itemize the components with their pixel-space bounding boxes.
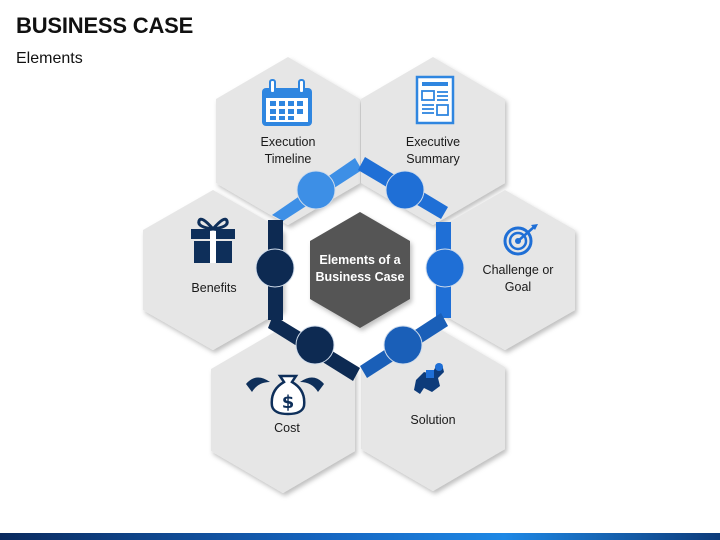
- hexagon-challenge-goal: [435, 190, 575, 350]
- hexagon-solution: [361, 325, 505, 491]
- center-label-line1: Elements of a: [319, 253, 401, 267]
- label-execution-timeline-line2: Timeline: [265, 152, 312, 166]
- label-challenge-goal-line2: Goal: [505, 280, 531, 294]
- label-challenge-goal-line1: Challenge or: [483, 263, 554, 277]
- connector-circle-left: [255, 248, 295, 288]
- gift-icon: [191, 217, 235, 263]
- label-solution: Solution: [410, 413, 455, 427]
- target-icon: [503, 224, 538, 256]
- document-icon: [415, 75, 455, 125]
- center-label-line2: Business Case: [316, 270, 405, 284]
- connector-circle-bottom-right: [383, 325, 423, 365]
- label-execution-timeline-line1: Execution: [261, 135, 316, 149]
- svg-text:$: $: [282, 392, 295, 413]
- page-title: BUSINESS CASE: [16, 13, 194, 38]
- money-bag-icon: $: [246, 374, 324, 416]
- page-subtitle: Elements: [16, 50, 83, 67]
- hexagon-benefits: [143, 190, 283, 350]
- puzzle-hand-icon: [414, 363, 444, 394]
- connector-circle-right: [425, 248, 465, 288]
- connector-circle-top-left: [296, 170, 336, 210]
- label-executive-summary-line1: Executive: [406, 135, 460, 149]
- connector-circle-top-right: [385, 170, 425, 210]
- footer-accent-bar: [0, 533, 720, 540]
- label-cost: Cost: [274, 421, 300, 435]
- calendar-icon: [262, 79, 312, 126]
- label-executive-summary-line2: Summary: [406, 152, 460, 166]
- label-benefits: Benefits: [191, 281, 236, 295]
- center-hexagon: [310, 212, 410, 328]
- connector-circle-bottom-left: [295, 325, 335, 365]
